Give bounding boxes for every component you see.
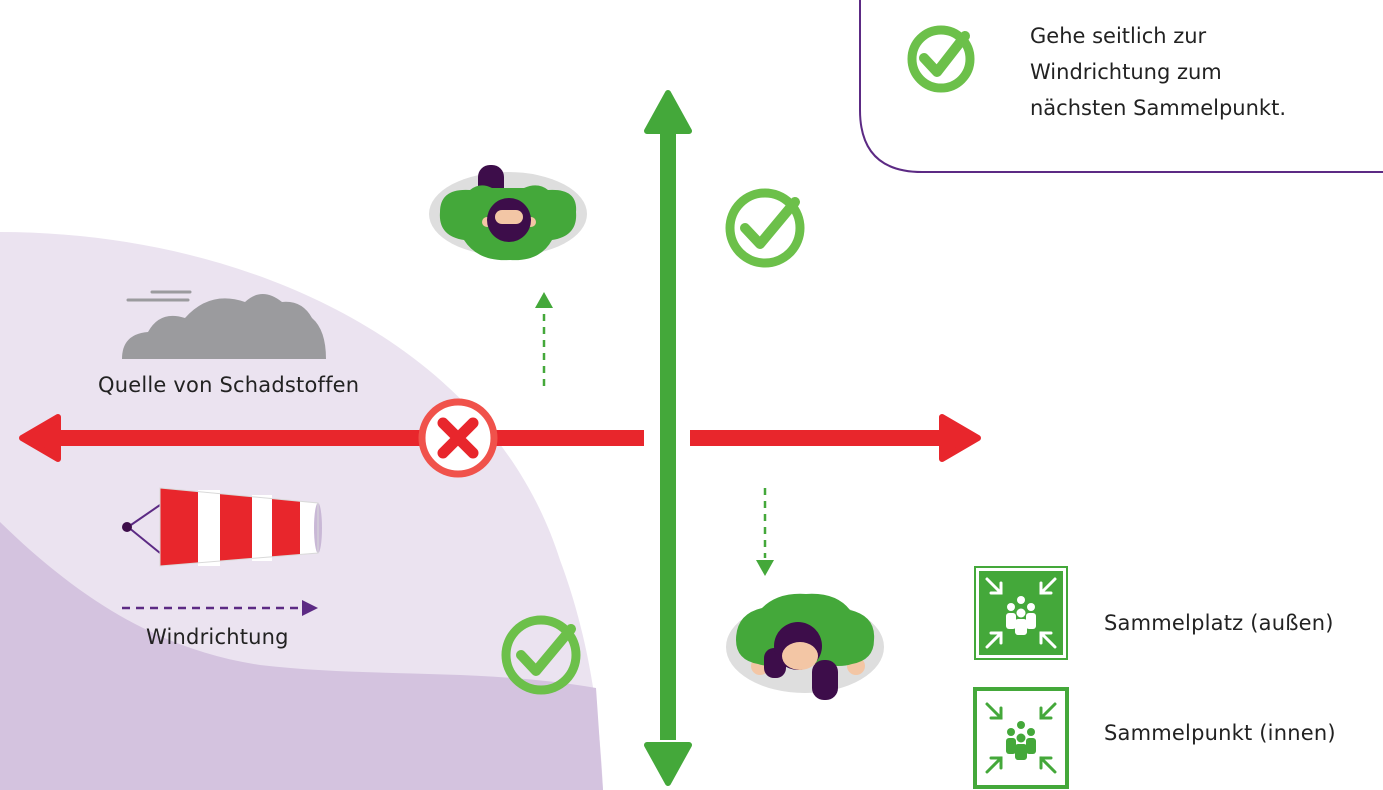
callout-line: nächsten Sammelpunkt. <box>1030 96 1286 120</box>
wind-direction-label: Windrichtung <box>146 625 289 649</box>
walk-direction-arrow <box>756 488 774 576</box>
callout-box <box>859 0 1383 173</box>
person-walking-down-icon <box>726 593 884 700</box>
exposure-zone-inner <box>0 522 603 790</box>
cross-circle-icon <box>418 398 498 478</box>
walk-direction-arrow <box>535 292 553 386</box>
check-circle-icon <box>501 615 581 695</box>
cloud-icon <box>122 290 326 359</box>
wind-direction-arrow <box>122 600 318 616</box>
assembly-point-outdoor-icon <box>974 566 1068 660</box>
person-walking-up-icon <box>429 165 587 261</box>
windsock-icon <box>122 487 322 567</box>
legend-label-indoor: Sammelpunkt (innen) <box>1104 721 1336 745</box>
legend-label-outdoor: Sammelplatz (außen) <box>1104 611 1334 635</box>
check-circle-icon <box>907 25 975 93</box>
vertical-safe-arrow <box>644 90 692 786</box>
callout-line: Windrichtung zum <box>1030 60 1222 84</box>
check-circle-icon <box>725 188 805 268</box>
callout-line: Gehe seitlich zur <box>1030 24 1207 48</box>
assembly-point-indoor-icon <box>973 687 1069 789</box>
source-label: Quelle von Schadstoffen <box>98 373 360 397</box>
callout-text: Gehe seitlich zur Windrichtung zum nächs… <box>1030 18 1286 126</box>
